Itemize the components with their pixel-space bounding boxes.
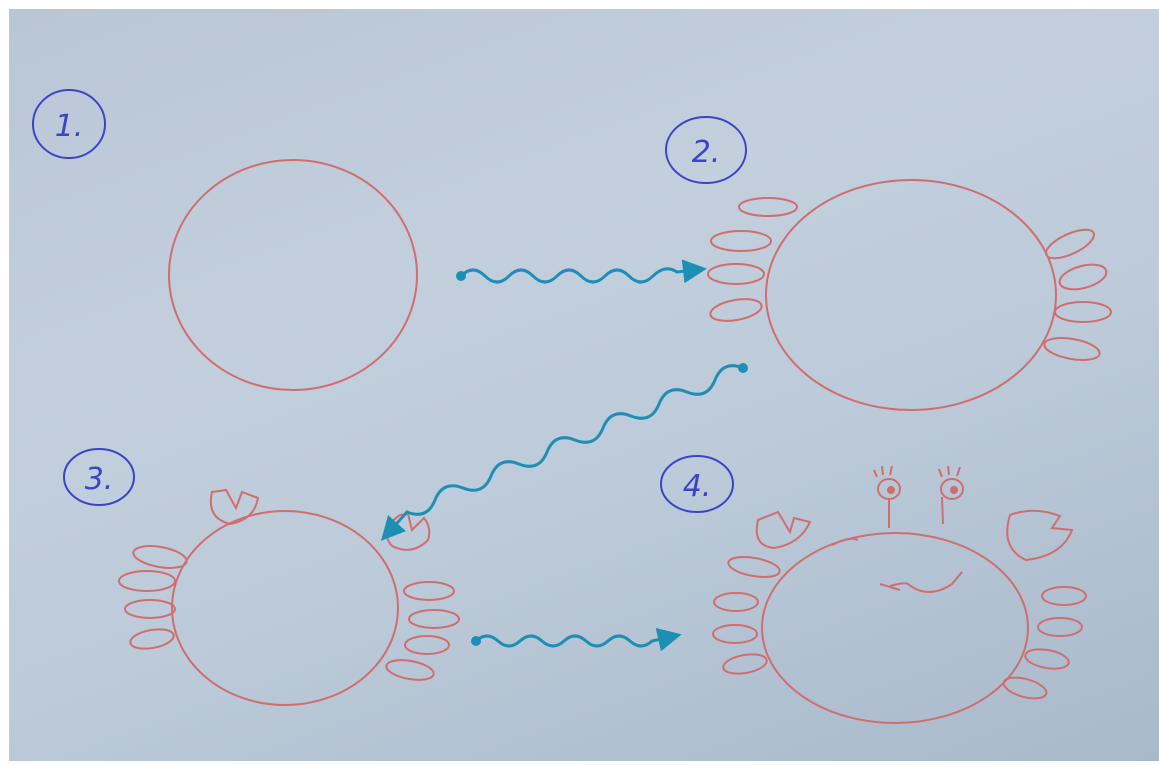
crab-step-3: [118, 488, 460, 706]
crab-smile: [889, 571, 963, 593]
step-label-3: 3.: [85, 462, 114, 497]
step-marker-3: 3.: [63, 448, 135, 506]
crab-eye: [873, 465, 901, 500]
crab-eye: [938, 465, 964, 500]
crab-leg: [1058, 263, 1108, 291]
step-marker-1: 1.: [32, 89, 106, 159]
crab-leg: [1043, 337, 1101, 361]
crab-leg: [404, 635, 450, 655]
crab-leg: [1002, 676, 1048, 700]
crab-body: [168, 159, 418, 391]
crab-leg: [132, 545, 188, 569]
crab-leg: [722, 653, 768, 675]
crab-leg: [707, 263, 765, 285]
crab-leg: [403, 581, 455, 601]
crab-claw: [209, 488, 260, 526]
crab-leg: [129, 628, 175, 650]
step-marker-4: 4.: [660, 455, 734, 513]
crab-leg: [1054, 301, 1112, 323]
crab-body: [761, 532, 1029, 724]
step-marker-2: 2.: [665, 116, 747, 184]
step-label-2: 2.: [692, 135, 721, 170]
crab-body: [171, 510, 399, 706]
crab-claw: [385, 512, 431, 551]
paper-background: [9, 9, 1159, 761]
crab-leg: [1045, 228, 1095, 260]
crab-step-4: [712, 465, 1087, 724]
step-label-1: 1.: [55, 109, 84, 144]
crab-leg: [709, 298, 763, 322]
crab-leg: [738, 197, 798, 217]
crab-body: [765, 179, 1057, 411]
wavy-arrow-3-to-4: [471, 627, 682, 652]
crab-leg: [727, 556, 781, 578]
wavy-arrow-1-to-2: [456, 259, 707, 284]
crab-leg: [1037, 617, 1083, 637]
crab-leg: [713, 592, 759, 612]
crab-leg: [124, 599, 176, 619]
wavy-arrow-2-to-3: [380, 363, 748, 541]
step-label-4: 4.: [683, 469, 712, 504]
crab-leg: [408, 609, 460, 629]
crab-leg: [385, 659, 435, 681]
crab-leg: [710, 230, 772, 252]
crab-leg: [118, 570, 176, 592]
crab-leg: [1041, 586, 1087, 606]
crab-claw: [1006, 509, 1074, 562]
crab-step-2: [707, 179, 1112, 411]
crab-claw: [755, 510, 812, 550]
crab-leg: [712, 624, 758, 644]
crab-step-1: [168, 159, 418, 391]
crab-leg: [1024, 648, 1070, 670]
